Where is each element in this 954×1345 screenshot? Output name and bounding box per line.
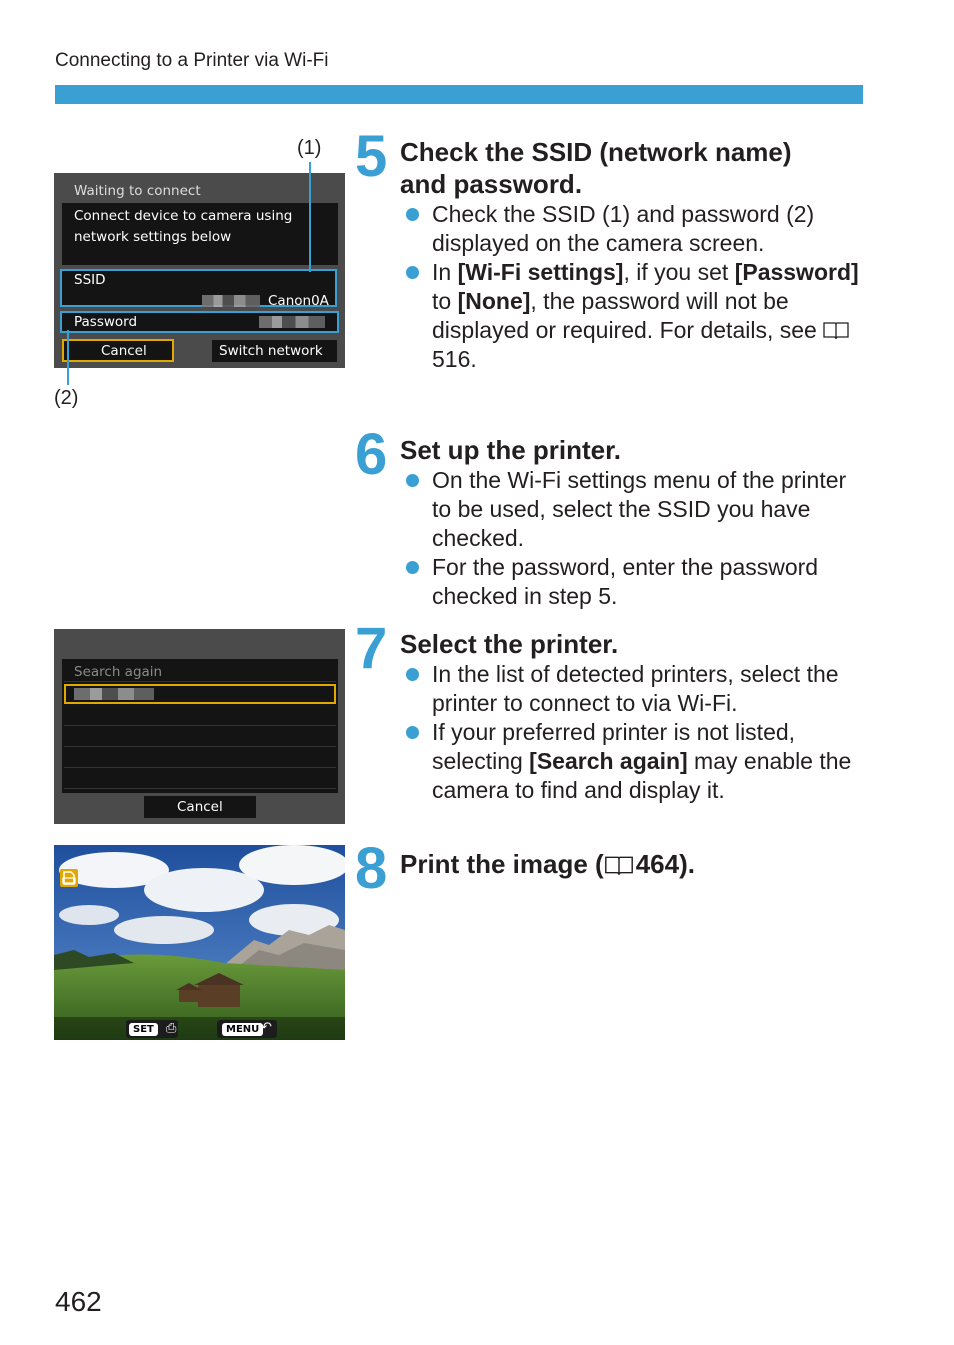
list-item[interactable] [64, 726, 336, 747]
step-title: Select the printer. [400, 629, 619, 659]
section-header: Connecting to a Printer via Wi-Fi [55, 50, 329, 71]
header-bar [55, 85, 863, 104]
ssid-field [60, 269, 337, 307]
book-icon [604, 856, 633, 875]
step-title: Check the SSID (network name) and passwo… [400, 136, 870, 200]
step-title-line-2: and password. [400, 169, 583, 199]
step-5: 5 Check the SSID (network name) and pass… [355, 128, 870, 374]
switch-network-label: Switch network [219, 343, 323, 359]
message-box [62, 203, 338, 265]
step-number: 8 [355, 836, 387, 901]
step-number: 6 [355, 422, 387, 487]
ssid-label: SSID [74, 272, 106, 288]
callout-1: (1) [297, 137, 322, 159]
camera-screen-wifi-waiting: Waiting to connect Connect device to cam… [54, 173, 345, 368]
ssid-value: Canon0A [268, 293, 329, 309]
printer-name-obscured [74, 688, 154, 700]
print-icon: ⎙ [166, 1021, 177, 1036]
list-item[interactable] [64, 705, 336, 726]
set-badge: SET [129, 1023, 158, 1036]
step-8: 8 Print the image (464). [355, 840, 870, 898]
callout-2-line [67, 330, 69, 385]
cancel-button-label: Cancel [101, 343, 147, 359]
list-item[interactable] [64, 768, 336, 789]
bullet: For the password, enter the password che… [400, 553, 870, 611]
menu-badge: MENU [222, 1023, 264, 1036]
step-title: Print the image (464). [400, 849, 695, 879]
step-title: Set up the printer. [400, 435, 622, 465]
cancel-button[interactable] [144, 796, 256, 818]
step-number: 7 [355, 616, 387, 681]
step-6: 6 Set up the printer. On the Wi-Fi setti… [355, 426, 870, 611]
book-icon [823, 322, 849, 340]
bullet: Check the SSID (1) and password (2) disp… [400, 200, 870, 258]
status-text: Waiting to connect [74, 183, 201, 199]
cancel-button-label: Cancel [177, 799, 223, 815]
search-again-item[interactable]: Search again [74, 664, 163, 680]
page-number: 462 [55, 1286, 102, 1317]
callout-1-line [309, 162, 311, 272]
step-7: 7 Select the printer. In the list of det… [355, 620, 870, 805]
return-icon: ↶ [261, 1020, 272, 1035]
message-line-2: network settings below [74, 229, 232, 245]
cancel-button[interactable] [62, 339, 174, 362]
bullet: If your preferred printer is not listed,… [400, 718, 870, 805]
switch-network-button[interactable] [212, 340, 337, 362]
landscape-photo [54, 845, 345, 1040]
list-item[interactable] [64, 747, 336, 768]
camera-screen-printer-list: Search again Cancel [54, 629, 345, 824]
password-label: Password [74, 314, 138, 330]
ssid-obscured [202, 295, 260, 307]
message-line-1: Connect device to camera using [74, 208, 293, 224]
camera-playback-image: SET ⎙ MENU ↶ [54, 845, 345, 1040]
bullet: On the Wi-Fi settings menu of the printe… [400, 466, 870, 553]
callout-2: (2) [54, 387, 79, 409]
step-title-line-1: Check the SSID (network name) [400, 137, 792, 167]
step-number: 5 [355, 124, 387, 189]
list-item[interactable] [64, 661, 336, 682]
print-order-icon [60, 869, 78, 887]
bullet: In [Wi-Fi settings], if you set [Passwor… [400, 258, 870, 374]
bullet: In the list of detected printers, select… [400, 660, 870, 718]
password-obscured [259, 316, 325, 328]
